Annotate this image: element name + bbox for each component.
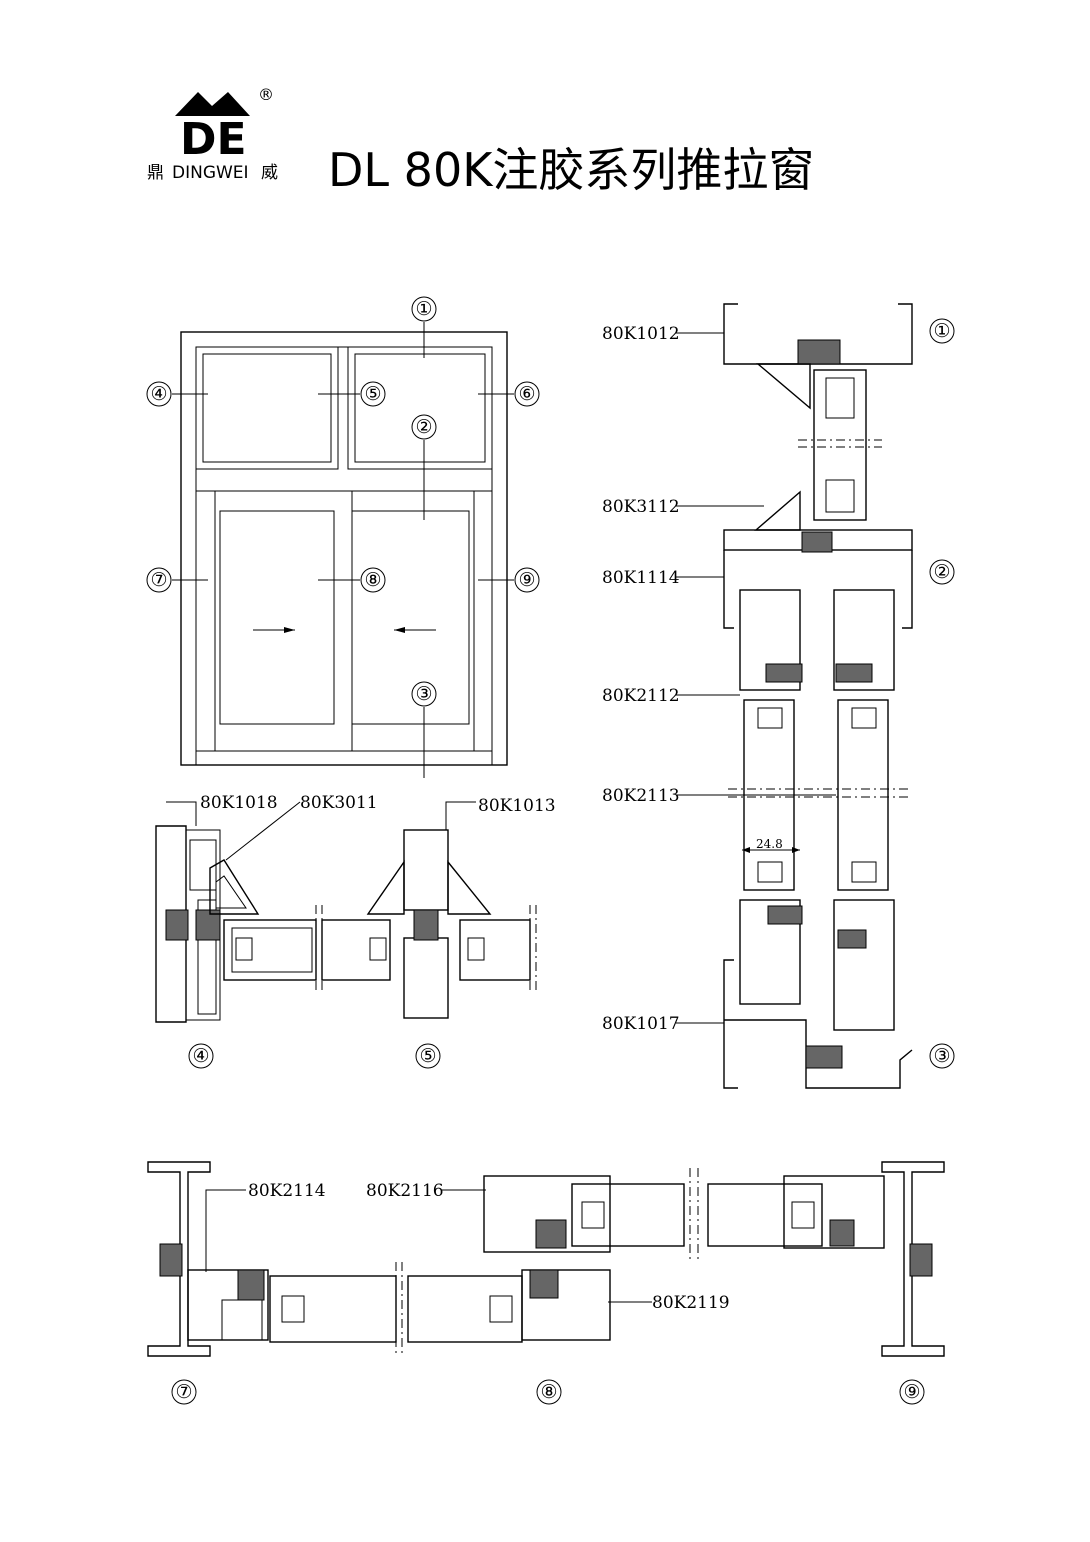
marker-4: ④ [146,381,172,407]
label-80k3011: 80K3011 [300,793,378,813]
svg-text:⑦: ⑦ [150,569,167,591]
marker-2: ② [411,414,437,440]
section-marker-4: ④ [188,1043,214,1069]
logo-mark: DE [180,114,247,165]
logo-right-char: 威 [261,163,278,183]
label-80k1114: 80K1114 [602,568,680,588]
section-vertical: 24.8 80K1012 80K3112 80K1114 80K2112 80K… [602,303,955,1089]
logo-brand: DINGWEI [172,163,249,183]
svg-text:②: ② [933,561,950,583]
registered-mark: ® [258,85,274,104]
section-marker-2: ② [929,559,955,585]
window-elevation: ① ② ③ ④ ⑤ ⑥ ⑦ ⑧ ⑨ [146,296,540,778]
svg-text:①: ① [415,298,432,320]
label-80k3112: 80K3112 [602,497,680,517]
label-80k1018: 80K1018 [200,793,278,813]
svg-text:⑥: ⑥ [518,383,535,405]
svg-text:⑧: ⑧ [540,1381,557,1403]
svg-text:①: ① [933,320,950,342]
marker-1: ① [411,296,437,322]
dingwei-logo: DE 鼎 DINGWEI 威 ® [147,85,278,183]
svg-text:⑨: ⑨ [903,1381,920,1403]
page-title: DL 80K注胶系列推拉窗 [328,143,814,197]
svg-text:⑧: ⑧ [364,569,381,591]
section-marker-9: ⑨ [899,1379,925,1405]
svg-text:④: ④ [192,1045,209,1067]
svg-text:⑤: ⑤ [364,383,381,405]
svg-text:⑦: ⑦ [175,1381,192,1403]
label-80k1012: 80K1012 [602,324,680,344]
marker-9: ⑨ [514,567,540,593]
marker-3: ③ [411,681,437,707]
section-marker-1: ① [929,318,955,344]
svg-text:②: ② [415,416,432,438]
section-marker-8: ⑧ [536,1379,562,1405]
label-80k2112: 80K2112 [602,686,680,706]
label-80k1017: 80K1017 [602,1014,680,1034]
section-4-5: 80K1018 80K3011 80K1013 ④ ⑤ [155,793,556,1069]
svg-text:⑤: ⑤ [419,1045,436,1067]
marker-6: ⑥ [514,381,540,407]
section-7-8-9: 80K2114 80K2116 80K2119 ⑦ ⑧ ⑨ [147,1161,945,1405]
section-marker-7: ⑦ [171,1379,197,1405]
svg-text:③: ③ [415,683,432,705]
label-80k1013: 80K1013 [478,796,556,816]
svg-text:③: ③ [933,1045,950,1067]
label-80k2114: 80K2114 [248,1181,326,1201]
section-marker-3: ③ [929,1043,955,1069]
marker-8: ⑧ [360,567,386,593]
label-80k2119: 80K2119 [652,1293,730,1313]
section-marker-5: ⑤ [415,1043,441,1069]
marker-7: ⑦ [146,567,172,593]
svg-text:⑨: ⑨ [518,569,535,591]
label-80k2113: 80K2113 [602,786,680,806]
marker-5: ⑤ [360,381,386,407]
dimension-24-8: 24.8 [756,837,783,851]
svg-text:④: ④ [150,383,167,405]
logo-left-char: 鼎 [147,163,164,183]
label-80k2116: 80K2116 [366,1181,444,1201]
